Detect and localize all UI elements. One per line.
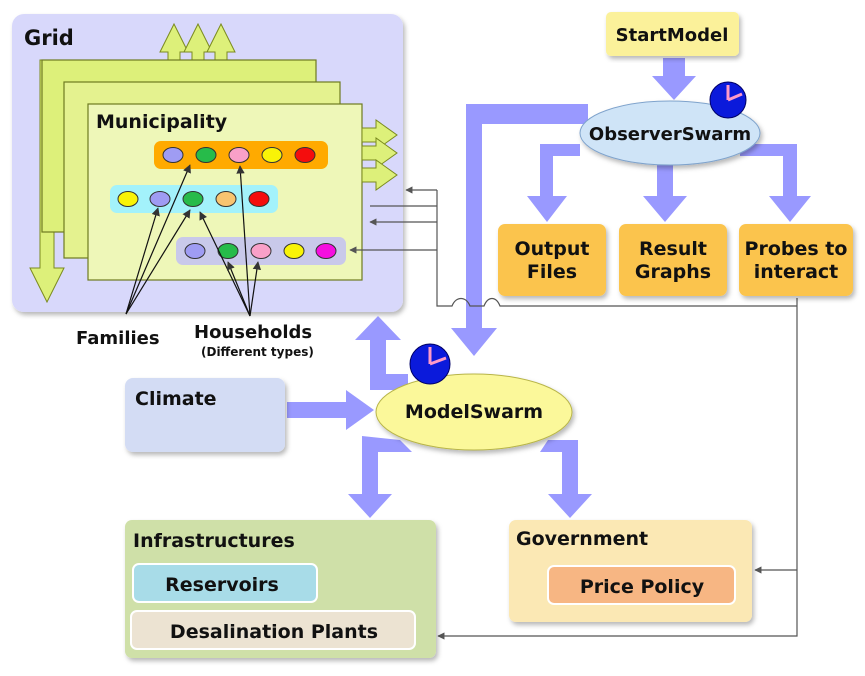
reservoirs-label: Reservoirs [165, 574, 279, 596]
connector-lines [349, 186, 798, 640]
grid-panel: Grid Municipality [12, 14, 403, 317]
model-clock-icon [409, 343, 451, 385]
infrastructures-title: Infrastructures [133, 530, 295, 552]
model-to-government-arrow [540, 440, 592, 518]
right-arrow-1 [361, 119, 398, 151]
households-label: Households [194, 322, 312, 343]
government-title: Government [516, 528, 648, 550]
climate-box: Climate [125, 378, 285, 452]
government-panel: Government Price Policy [509, 520, 752, 622]
reservoirs-box [132, 563, 318, 603]
observer-swarm-ellipse [579, 100, 761, 166]
start-model-label: StartModel [616, 25, 729, 46]
household-dot-r3-3 [250, 243, 272, 259]
model-swarm-label: ModelSwarm [405, 401, 543, 423]
families-pointer-2 [125, 207, 160, 315]
output-files-box: Output Files [498, 224, 606, 296]
price-policy-box [547, 565, 736, 605]
result-graphs-box: Result Graphs [619, 224, 727, 296]
household-dot-r1-1 [162, 147, 184, 163]
model-swarm-node: ModelSwarm [375, 343, 573, 451]
household-dot-r3-1 [184, 243, 206, 259]
connector-probes-down [437, 298, 798, 640]
observer-to-graphs-arrow [643, 158, 687, 222]
families-pointer-1 [125, 164, 191, 315]
household-dot-r2-4 [215, 191, 237, 207]
household-dot-r1-3 [228, 147, 250, 163]
result-graphs-bg [619, 224, 727, 296]
right-arrow-3 [361, 159, 398, 191]
output-files-bg [498, 224, 606, 296]
desalination-box [130, 610, 416, 650]
model-to-infra-arrow [348, 436, 412, 518]
household-dots [117, 147, 337, 259]
household-dot-r3-2 [217, 243, 239, 259]
municipality-title: Municipality [96, 111, 228, 133]
grid-title: Grid [24, 26, 74, 50]
legend-pointers [125, 164, 262, 317]
observer-swarm-node: ObserverSwarm [579, 81, 761, 166]
household-dot-r3-5 [315, 243, 337, 259]
households-pointer-4 [226, 261, 251, 317]
household-dot-r3-4 [283, 243, 305, 259]
result-graphs-line-2: Graphs [635, 261, 711, 283]
observer-to-probes-arrow [740, 144, 811, 222]
model-swarm-ellipse [375, 373, 573, 451]
families-pointer-3 [125, 209, 191, 315]
model-to-grid-arrow [355, 316, 408, 390]
households-pointer-3 [249, 261, 262, 317]
flow-arrows [287, 58, 811, 518]
result-graphs-line-1: Result [639, 238, 707, 260]
climate-to-model-arrow [287, 390, 374, 430]
start-model-box[interactable]: StartModel [606, 12, 739, 56]
observer-outputs-arrows [527, 144, 580, 222]
probes-box[interactable]: Probes to interact [739, 224, 853, 296]
household-dot-r2-2 [149, 191, 171, 207]
climate-bg [125, 378, 285, 452]
output-files-line-2: Files [527, 261, 577, 283]
grid-right-arrows [361, 119, 398, 191]
probes-bg[interactable] [739, 224, 853, 296]
probes-line-2: interact [754, 261, 839, 283]
climate-label: Climate [135, 388, 217, 410]
household-dot-r1-2 [195, 147, 217, 163]
household-dot-r2-3 [182, 191, 204, 207]
start-to-observer-arrow [652, 58, 696, 100]
desalination-label: Desalination Plants [170, 621, 378, 643]
infrastructures-panel: Infrastructures Reservoirs Desalination … [125, 520, 436, 658]
right-arrow-2 [361, 137, 398, 169]
households-pointer-1 [236, 165, 251, 317]
families-rows [110, 141, 346, 265]
household-dot-r2-5 [248, 191, 270, 207]
connector-bridge [436, 252, 797, 307]
probes-line-1: Probes to [745, 238, 848, 260]
price-policy-label: Price Policy [580, 576, 705, 598]
households-pointer-2 [199, 211, 251, 317]
household-dot-r2-1 [117, 191, 139, 207]
household-dot-r1-5 [294, 147, 316, 163]
start-model-bg[interactable] [606, 12, 739, 56]
families-label: Families [76, 328, 160, 349]
households-sublabel: (Different types) [201, 345, 314, 359]
output-files-line-1: Output [515, 238, 590, 260]
observer-swarm-label: ObserverSwarm [589, 124, 751, 145]
household-dot-r1-4 [261, 147, 283, 163]
observer-to-model-arrow [451, 104, 588, 356]
observer-clock-icon [709, 81, 747, 119]
